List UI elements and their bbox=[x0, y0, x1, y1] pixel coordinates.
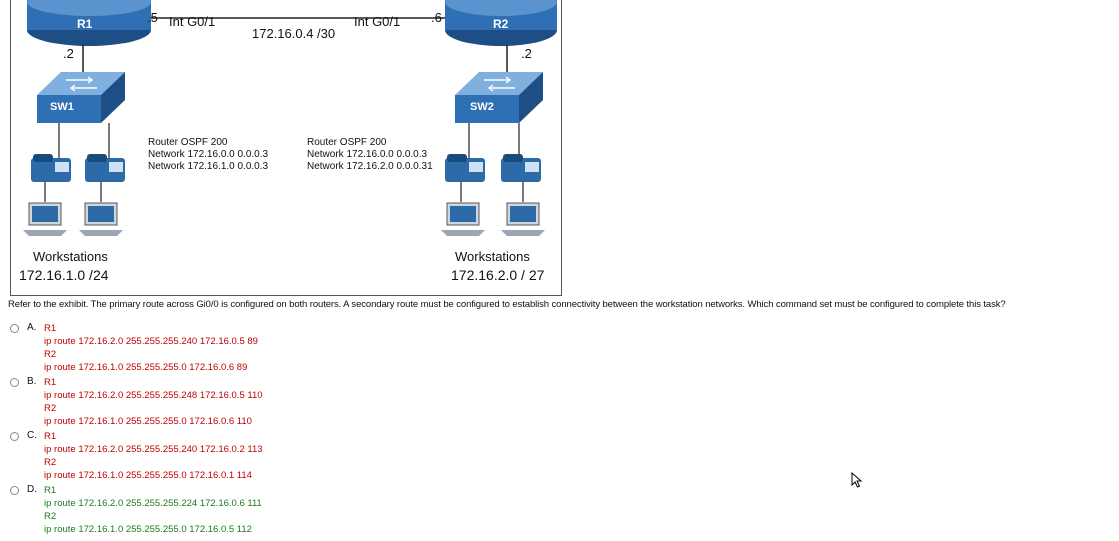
switch-sw2-label: SW2 bbox=[470, 101, 494, 113]
switch-sw1-label: SW1 bbox=[50, 101, 74, 113]
ip-phone-icon bbox=[85, 154, 125, 182]
option-line: R1 bbox=[44, 377, 57, 388]
option-letter: B. bbox=[27, 376, 37, 387]
option-line: R1 bbox=[44, 431, 57, 442]
ip-phone-icon bbox=[31, 154, 71, 182]
router-r2-icon bbox=[445, 0, 557, 46]
option-line: ip route 172.16.1.0 255.255.255.0 172.16… bbox=[44, 524, 252, 535]
r2-downlink-suffix: .2 bbox=[521, 46, 532, 61]
option-line: ip route 172.16.2.0 255.255.255.248 172.… bbox=[44, 390, 263, 401]
option-line: ip route 172.16.2.0 255.255.255.240 172.… bbox=[44, 444, 263, 455]
right-workstations-label: Workstations bbox=[455, 249, 530, 264]
option-line: R2 bbox=[44, 457, 57, 468]
option-line: ip route 172.16.1.0 255.255.255.0 172.16… bbox=[44, 362, 248, 373]
r2-address-suffix: .6 bbox=[431, 10, 442, 25]
workstation-icon bbox=[501, 202, 545, 236]
router-r1-label: R1 bbox=[77, 17, 93, 31]
network-exhibit: R1 R2 .5 Int G0/1 Int G0/1 .6 172.16.0.4… bbox=[10, 0, 562, 296]
switch-sw2-icon bbox=[455, 72, 543, 123]
option-line: ip route 172.16.1.0 255.255.255.0 172.16… bbox=[44, 470, 252, 481]
ip-phone-icon bbox=[501, 154, 541, 182]
option-line: R1 bbox=[44, 323, 57, 334]
r1-ospf-config: Router OSPF 200 Network 172.16.0.0 0.0.0… bbox=[148, 137, 269, 172]
option-letter: D. bbox=[27, 484, 37, 495]
r2-interface-label: Int G0/1 bbox=[354, 14, 401, 29]
option-line: ip route 172.16.2.0 255.255.255.240 172.… bbox=[44, 336, 258, 347]
option-letter: C. bbox=[27, 430, 37, 441]
option-a-radio[interactable] bbox=[10, 324, 19, 333]
workstation-icon bbox=[441, 202, 485, 236]
option-line: R2 bbox=[44, 511, 57, 522]
option-line: R1 bbox=[44, 485, 57, 496]
option-d-radio[interactable] bbox=[10, 486, 19, 495]
switch-sw1-icon bbox=[37, 72, 125, 123]
router-r2-label: R2 bbox=[493, 17, 509, 31]
r2-ospf-config: Router OSPF 200 Network 172.16.0.0 0.0.0… bbox=[307, 137, 433, 172]
option-line: ip route 172.16.2.0 255.255.255.224 172.… bbox=[44, 498, 262, 509]
option-line: R2 bbox=[44, 349, 57, 360]
r1-interface-label: Int G0/1 bbox=[169, 14, 216, 29]
r1-downlink-suffix: .2 bbox=[63, 46, 74, 61]
left-subnet-label: 172.16.1.0 /24 bbox=[19, 267, 109, 283]
ip-phone-icon bbox=[445, 154, 485, 182]
workstation-icon bbox=[79, 202, 123, 236]
question-text: Refer to the exhibit. The primary route … bbox=[8, 299, 1006, 310]
option-b-radio[interactable] bbox=[10, 378, 19, 387]
topology-diagram bbox=[23, 0, 557, 236]
option-c-radio[interactable] bbox=[10, 432, 19, 441]
router-r1-icon bbox=[27, 0, 151, 46]
r1-address-suffix: .5 bbox=[147, 10, 158, 25]
option-letter: A. bbox=[27, 322, 37, 333]
link-subnet-label: 172.16.0.4 /30 bbox=[252, 26, 336, 41]
left-workstations-label: Workstations bbox=[33, 249, 108, 264]
workstation-icon bbox=[23, 202, 67, 236]
mouse-cursor-icon bbox=[851, 472, 863, 488]
right-subnet-label: 172.16.2.0 / 27 bbox=[451, 267, 545, 283]
option-line: R2 bbox=[44, 403, 57, 414]
option-line: ip route 172.16.1.0 255.255.255.0 172.16… bbox=[44, 416, 252, 427]
